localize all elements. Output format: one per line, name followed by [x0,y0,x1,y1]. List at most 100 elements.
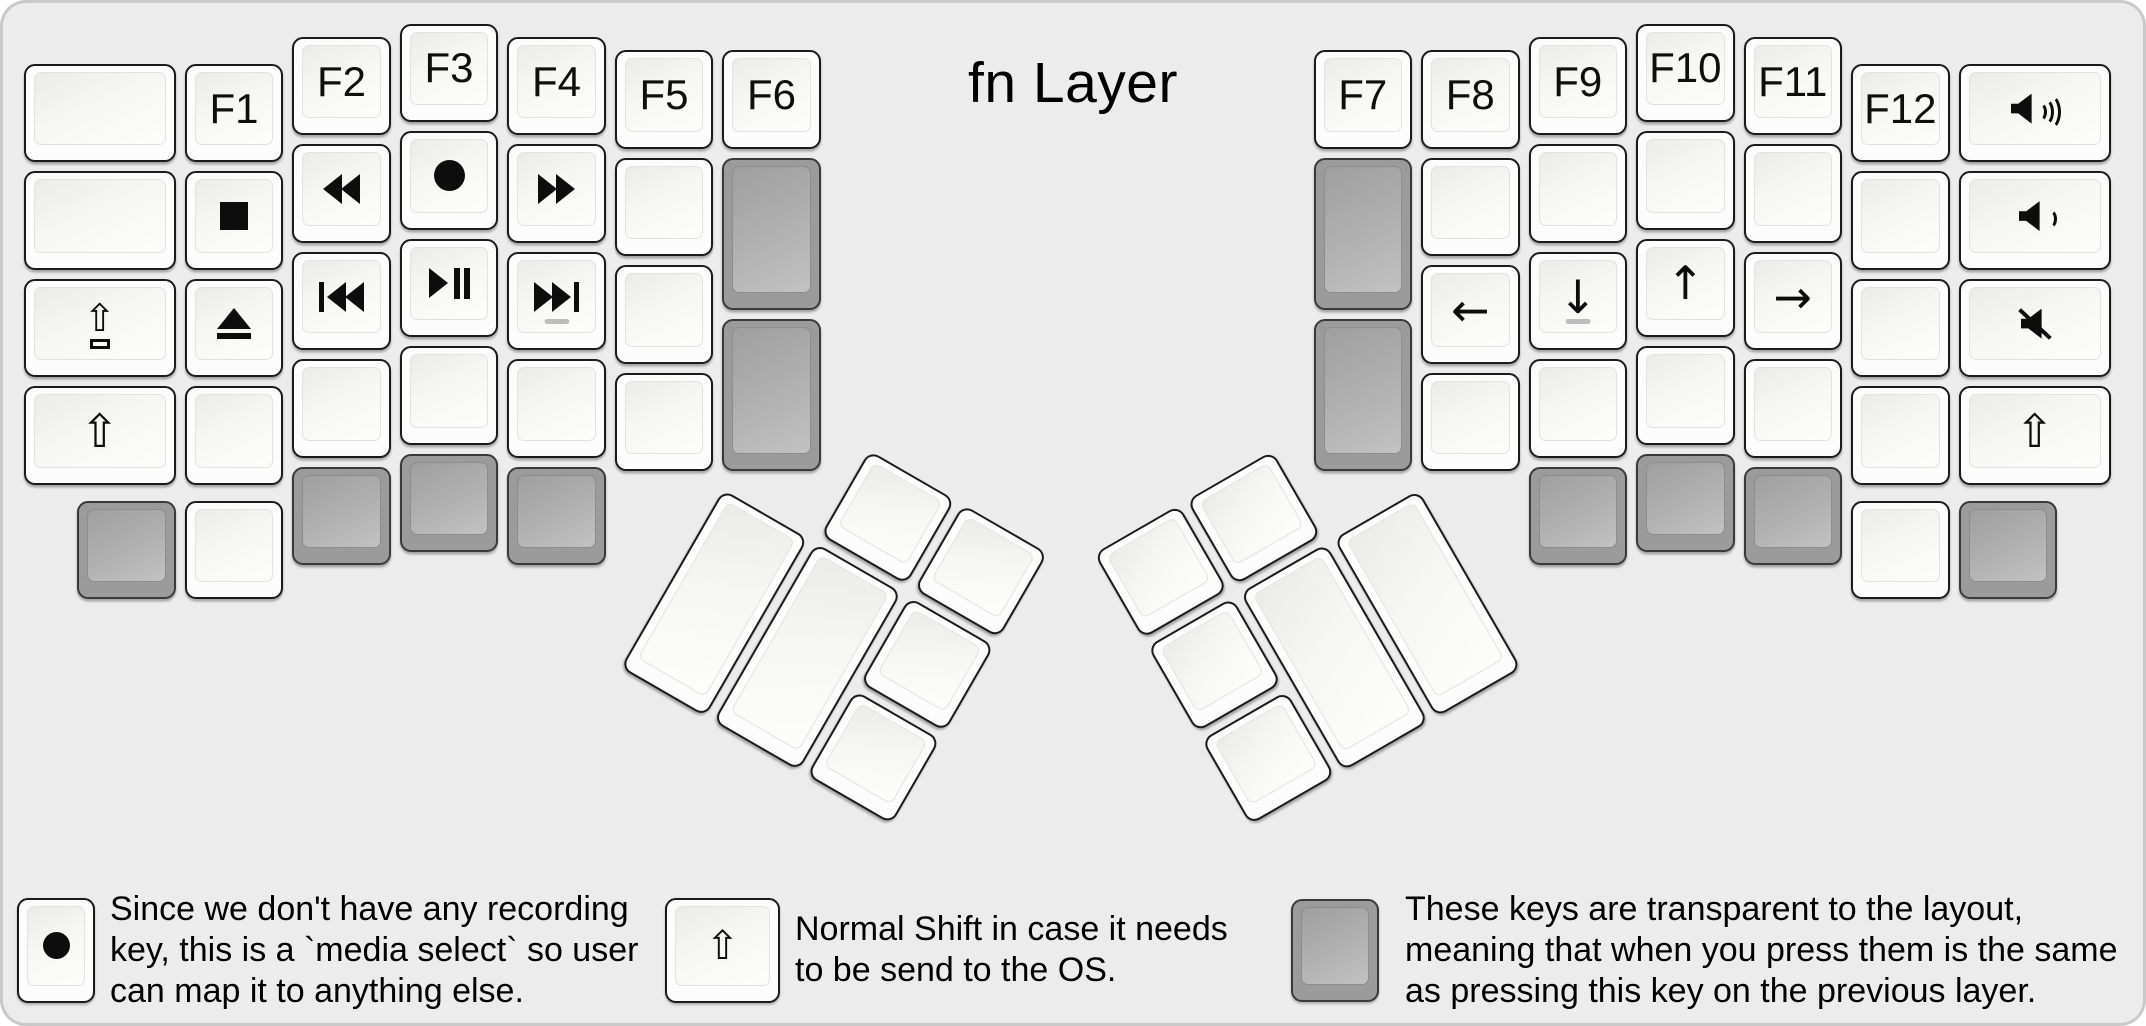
shift-icon: ⇧ [80,404,119,459]
keycap-top [27,905,85,986]
key-blank [1851,278,1950,378]
key-blank [184,500,284,600]
key-vol-up [1958,63,2111,163]
stop-icon [220,202,248,231]
key-transparent [1743,466,1842,566]
key-f4: F4 [507,36,606,136]
key-label: F11 [1758,57,1828,105]
keycap-top [1968,179,2101,253]
keycap-top [1301,906,1369,985]
key-arrow-down: ↓ [1528,251,1627,351]
keycap-top: ↑ [1646,246,1725,320]
keycap-top: ↓ [1538,259,1617,334]
vol-down-icon [2015,199,2057,233]
keycap-top: F1 [194,71,274,146]
key-vol-down [1958,171,2111,270]
keycap-top: ⇧ [33,286,166,361]
key-blank [399,346,499,445]
key-record [17,897,95,1003]
key-blank [23,171,176,270]
key-transparent [722,319,821,472]
key-f7: F7 [1313,50,1412,149]
key-f2: F2 [292,36,391,136]
key-transparent [722,157,821,311]
keycap-top [1861,179,1940,253]
record-icon [433,160,465,192]
keycap-top [194,286,274,361]
key-blank [1636,131,1735,230]
keycap-top [1646,139,1725,213]
keycap-top [823,701,928,805]
key-blank [1421,372,1520,472]
keycap-top [1538,367,1617,441]
keycap-top [624,165,704,240]
key-blank [614,372,714,472]
keycap-top [194,394,274,468]
keycap-top [1198,462,1304,566]
key-blank [1851,500,1950,600]
keycap-top: F8 [1431,58,1510,132]
key-arrow-left: ← [1421,265,1520,364]
caps-icon: ⇧ [84,299,116,349]
keycap-top: F12 [1861,71,1940,146]
layer-title: fn Layer [968,51,1178,115]
keycap-top [1431,165,1510,240]
legend-line: Normal Shift in case it needs [795,910,1228,948]
keycap-top [87,508,166,583]
key-blank [1743,359,1842,458]
keycap-top [33,71,166,146]
keycap-top [1861,508,1940,583]
key-arrow-up: ↑ [1636,238,1735,337]
key-blank [23,63,176,163]
keycap-top [1753,152,1832,226]
key-label: F5 [639,71,689,119]
key-f9: F9 [1528,36,1627,136]
key-transparent [1313,157,1412,311]
keycap-top: ⇧ [675,905,770,986]
legend-line: Since we don't have any recording [110,889,629,928]
vol-up-icon [2009,92,2061,130]
key-transparent [1958,500,2057,600]
legend-key-record [17,897,95,1003]
keycap-top [517,259,596,334]
rewind-icon [323,174,360,205]
record-icon [42,932,70,959]
legend-text-shift: Normal Shift in case it needs to be send… [795,909,1228,991]
key-caps: ⇧ [23,278,176,378]
key-ffwd [507,144,606,243]
keycap-top: ⇧ [1968,394,2101,468]
arrow-down-icon: ↓ [1558,269,1598,324]
legend-key-transparent [1291,898,1379,1002]
key-f12: F12 [1851,63,1950,163]
key-transparent [399,453,499,552]
homing-bar [544,319,569,325]
keycap-top [930,515,1036,619]
keycap-top [732,165,811,294]
keycap-top [409,139,489,213]
keycap-top [409,354,489,428]
key-label: F7 [1338,71,1388,119]
keycap-top [194,508,274,583]
key-blank [292,359,391,458]
playpause-icon [428,267,470,299]
next-icon [534,281,579,312]
keycap-top [302,259,381,334]
shift-icon: ⇧ [705,922,740,969]
keycap-top: → [1753,259,1832,334]
key-label: F8 [1445,71,1495,119]
keycap-top [1968,71,2101,146]
key-f8: F8 [1421,50,1520,149]
keycap-top: F11 [1753,44,1832,119]
keycap-top [33,179,166,253]
key-label: F9 [1553,57,1603,105]
key-transparent [1313,319,1412,472]
shift-icon: ⇧ [2015,404,2054,459]
key-mute [1958,278,2111,378]
keycap-top [517,152,596,226]
keycap-top [1646,354,1725,428]
keycap-top [624,380,704,455]
key-label: F4 [531,57,581,105]
legend-line: These keys are transparent to the layout… [1405,889,2024,928]
